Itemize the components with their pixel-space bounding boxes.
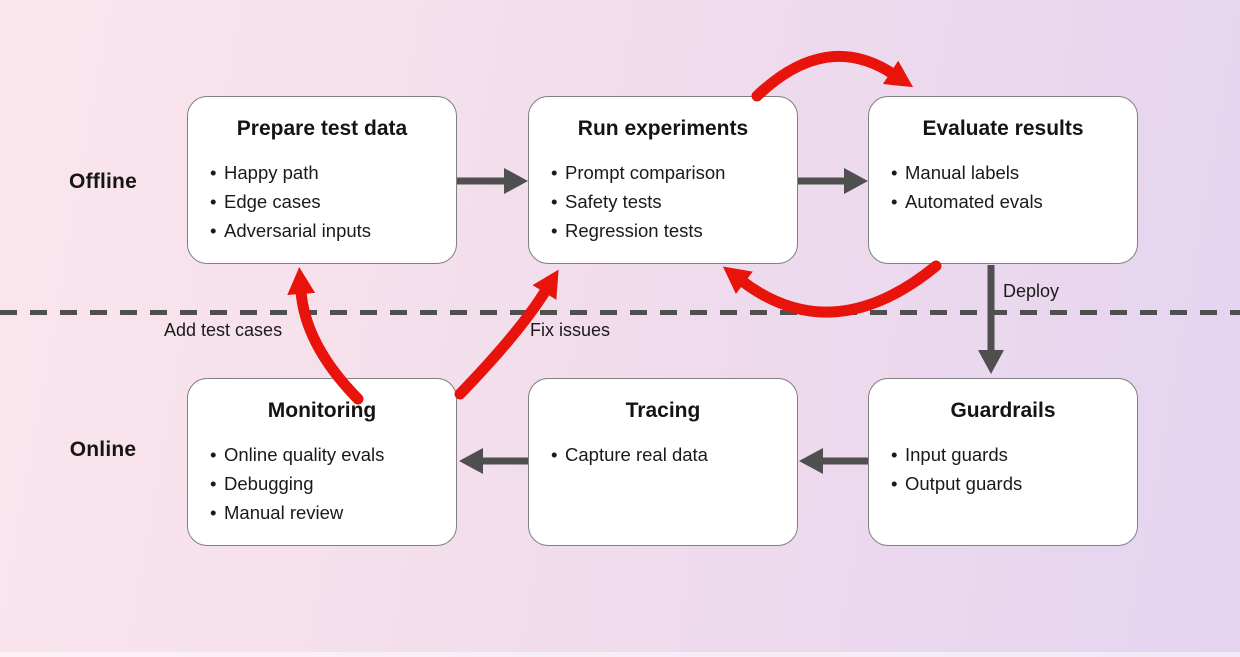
node-bullet-list: Manual labels Automated evals xyxy=(869,158,1137,216)
add-test-cases-label: Add test cases xyxy=(164,320,283,340)
node-run-experiments: Run experiments Prompt comparison Safety… xyxy=(528,96,798,264)
node-title: Guardrails xyxy=(950,399,1056,422)
node-title: Evaluate results xyxy=(922,117,1084,140)
bullet-item: Prompt comparison xyxy=(551,158,789,187)
node-title: Run experiments xyxy=(577,117,749,140)
bullet-item: Safety tests xyxy=(551,187,789,216)
node-prepare-test-data: Prepare test data Happy path Edge cases … xyxy=(187,96,457,264)
node-bullet-list: Online quality evals Debugging Manual re… xyxy=(188,440,456,527)
bullet-item: Happy path xyxy=(210,158,448,187)
offline-online-divider xyxy=(0,310,1240,315)
node-title: Prepare test data xyxy=(236,117,408,140)
node-bullet-list: Input guards Output guards xyxy=(869,440,1137,498)
node-monitoring: Monitoring Online quality evals Debuggin… xyxy=(187,378,457,546)
node-bullet-list: Prompt comparison Safety tests Regressio… xyxy=(529,158,797,245)
bullet-item: Manual review xyxy=(210,498,448,527)
node-bullet-list: Capture real data xyxy=(529,440,797,469)
bullet-item: Online quality evals xyxy=(210,440,448,469)
lane-label-offline: Offline xyxy=(69,170,137,193)
arrow-fix-issues-monitoring-to-run xyxy=(454,269,559,400)
bullet-item: Edge cases xyxy=(210,187,448,216)
bullet-item: Capture real data xyxy=(551,440,789,469)
bullet-item: Debugging xyxy=(210,469,448,498)
node-evaluate-results: Evaluate results Manual labels Automated… xyxy=(868,96,1138,264)
lane-label-online: Online xyxy=(69,438,137,461)
bullet-item: Output guards xyxy=(891,469,1129,498)
bullet-item: Input guards xyxy=(891,440,1129,469)
arrow-loopback-evaluate-to-run xyxy=(722,260,942,318)
bullet-item: Adversarial inputs xyxy=(210,216,448,245)
bottom-strip xyxy=(0,652,1240,657)
fix-issues-label: Fix issues xyxy=(530,320,611,340)
bullet-item: Regression tests xyxy=(551,216,789,245)
node-title: Monitoring xyxy=(267,399,377,422)
deploy-label: Deploy xyxy=(1003,281,1060,301)
node-bullet-list: Happy path Edge cases Adversarial inputs xyxy=(188,158,456,245)
arrow-iterate-run-to-evaluate xyxy=(751,50,914,102)
node-guardrails: Guardrails Input guards Output guards xyxy=(868,378,1138,546)
node-title: Tracing xyxy=(625,399,701,422)
bullet-item: Automated evals xyxy=(891,187,1129,216)
bullet-item: Manual labels xyxy=(891,158,1129,187)
node-tracing: Tracing Capture real data xyxy=(528,378,798,546)
